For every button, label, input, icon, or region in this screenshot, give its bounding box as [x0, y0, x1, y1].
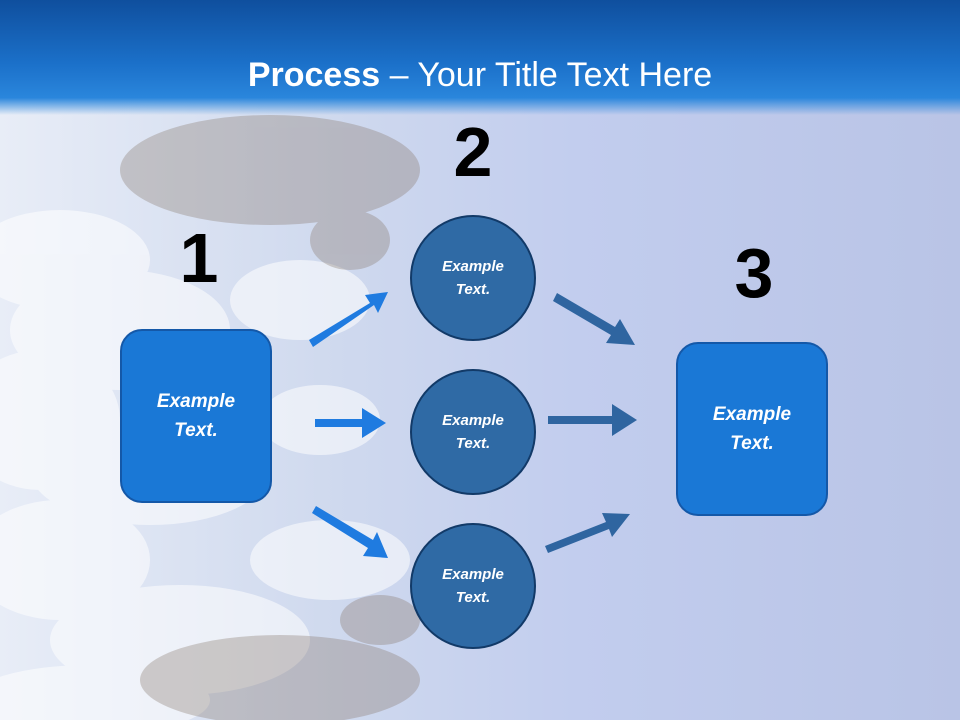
step-1-box: Example Text.	[120, 329, 272, 503]
circle-middle: Example Text.	[410, 369, 536, 495]
step-3-box: Example Text.	[676, 342, 828, 516]
title-bold: Process	[247, 56, 381, 94]
circle-middle-text: Example Text.	[442, 412, 504, 452]
arrow-from-circle-middle	[548, 404, 637, 436]
circle-bottom-text: Example Text.	[442, 566, 504, 606]
circle-top-text: Example Text.	[442, 258, 504, 298]
circle-bottom: Example Text.	[410, 523, 536, 649]
step-number-3: 3	[734, 234, 774, 312]
step-number-1: 1	[179, 219, 219, 297]
step-number-2: 2	[453, 113, 493, 191]
circle-top: Example Text.	[410, 215, 536, 341]
title-rest: – Your Title Text Here	[380, 56, 713, 94]
arrow-to-circle-bottom	[312, 506, 388, 558]
title-bar	[0, 0, 960, 115]
step-3-text: Example Text.	[712, 404, 792, 454]
arrow-from-circle-bottom	[545, 513, 630, 553]
arrow-from-circle-top	[553, 293, 635, 345]
arrow-to-circle-middle	[315, 408, 386, 438]
slide-title: Process – Your Title Text Here	[0, 52, 960, 98]
step-1-text: Example Text.	[156, 391, 236, 441]
arrow-to-circle-top	[309, 292, 388, 347]
